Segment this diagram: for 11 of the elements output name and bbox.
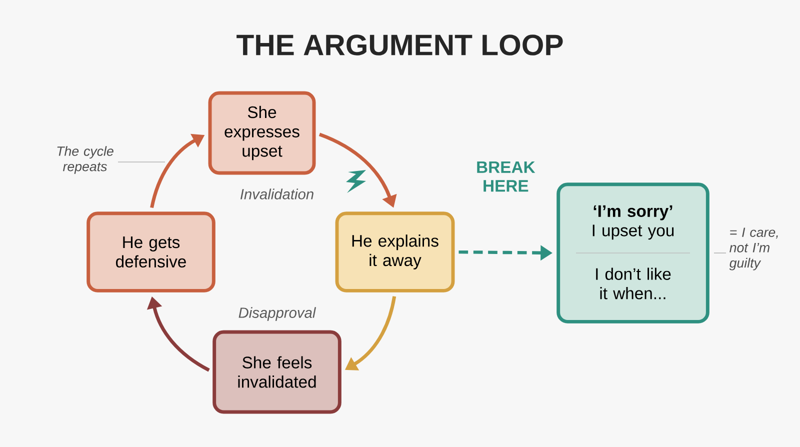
process-box: He gets defensive <box>86 212 216 292</box>
phase-label: Disapproval <box>238 307 316 321</box>
side-note: = I care, not I’m guilty <box>729 228 778 270</box>
edge-label: BREAK HERE <box>477 161 536 192</box>
process-box: She expresses upset <box>208 91 316 175</box>
process-box: He explains it away <box>335 212 455 292</box>
title: THE ARGUMENT LOOP <box>236 34 563 56</box>
note: The cycle repeats <box>57 146 114 174</box>
response-box: ‘I’m sorry’ I upset you I don’t like it when... <box>556 182 710 324</box>
phase-label: Invalidation <box>240 188 314 200</box>
process-box: She feels invalidated <box>212 330 342 414</box>
